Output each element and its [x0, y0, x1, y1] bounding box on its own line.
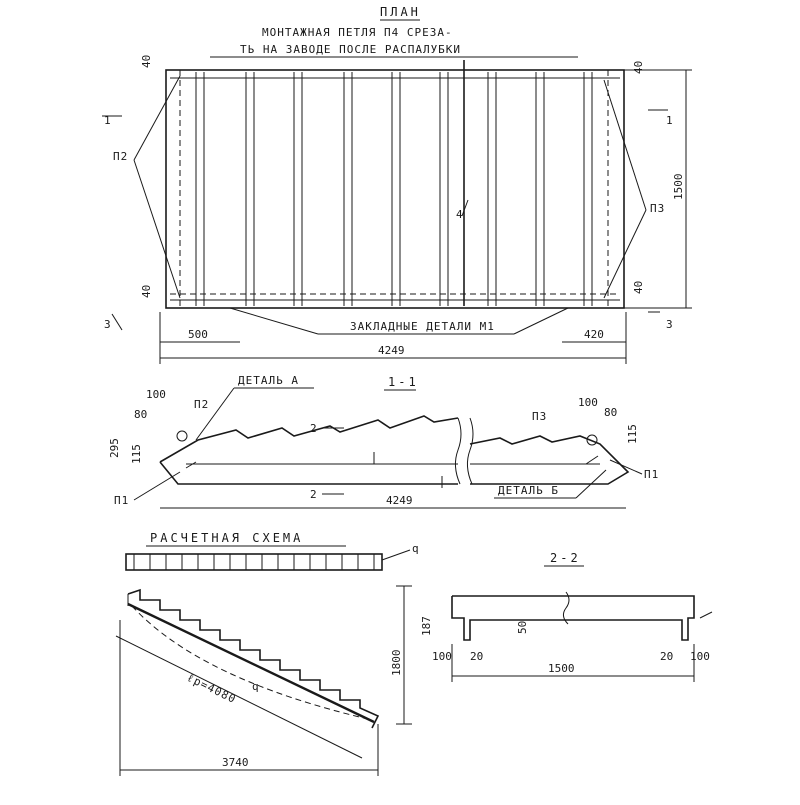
plan-leader-embedded-left — [229, 307, 319, 335]
section-2-2-view: 2-2 187 50 100 20 20 100 1500 — [420, 551, 713, 682]
section11-stair-bottom-left — [159, 461, 458, 485]
section11-title: 1-1 — [388, 375, 419, 389]
plan-tag-p2: П2 — [113, 150, 128, 163]
section22-break — [562, 591, 570, 625]
scheme-dim-3740: 3740 — [222, 756, 249, 769]
section11-tag-p1-right: П1 — [644, 468, 659, 481]
section11-stair-right — [469, 435, 630, 485]
section11-loop-p2 — [176, 430, 188, 442]
scheme-title: РАСЧЕТНАЯ СХЕМА — [150, 531, 303, 545]
section11-dim-80-right: 80 — [604, 406, 617, 419]
section22-dim-100-right: 100 — [690, 650, 710, 663]
plan-section3-left-mark — [111, 313, 123, 331]
plan-leader-p3-top — [603, 79, 647, 211]
section11-leader-detail-b — [575, 469, 607, 499]
plan-dim-40-tl: 40 — [140, 55, 153, 68]
section11-dim-total: 4249 — [386, 494, 413, 507]
section11-dim-100-right: 100 — [578, 396, 598, 409]
section22-dim-50: 50 — [516, 621, 529, 634]
scheme-span-dim-line — [115, 635, 363, 759]
section11-tag-p2: П2 — [194, 398, 209, 411]
scheme-dim-1800: 1800 — [390, 650, 403, 677]
section11-leader-detail-a — [195, 387, 235, 441]
section11-dim-115-right: 115 — [626, 424, 639, 444]
scheme-load-block — [125, 553, 383, 571]
plan-section3-right: 3 — [666, 318, 674, 331]
section11-cut-bottom: 2 — [310, 488, 318, 501]
scheme-stair-top — [127, 588, 380, 729]
plan-embedded-label: ЗАКЛАДНЫЕ ДЕТАЛИ М1 — [350, 320, 495, 333]
section22-title: 2-2 — [550, 551, 581, 565]
plan-leader-p2-bottom — [133, 159, 181, 299]
plan-tag-p3: П3 — [650, 202, 665, 215]
section11-break-right — [466, 417, 474, 485]
plan-leader-p3-bottom — [603, 209, 647, 299]
section11-dim-100-left: 100 — [146, 388, 166, 401]
design-scheme-view: РАСЧЕТНАЯ СХЕМА q ℓр=40 — [115, 531, 420, 776]
plan-note-line1: МОНТАЖНАЯ ПЕТЛЯ П4 СРЕЗА- — [262, 26, 453, 39]
scheme-span-label: ℓр=4080 — [185, 671, 239, 706]
section11-tag-p1-left: П1 — [114, 494, 129, 507]
section11-detail-b: ДЕТАЛЬ Б — [498, 484, 559, 497]
section22-dim-20-left: 20 — [470, 650, 483, 663]
plan-tag-p4: 4 — [456, 208, 464, 221]
scheme-deflection-curve — [131, 605, 373, 721]
plan-leader-p4 — [461, 199, 469, 217]
plan-section3-left: 3 — [104, 318, 112, 331]
plan-dim-total: 4249 — [378, 344, 405, 357]
section22-dim-1500: 1500 — [548, 662, 575, 675]
scheme-span-q: q — [252, 680, 260, 693]
plan-title: ПЛАН — [380, 5, 421, 19]
section11-break-left — [454, 417, 462, 485]
scheme-load-q: q — [412, 542, 420, 555]
plan-note-line2: ТЬ НА ЗАВОДЕ ПОСЛЕ РАСПАЛУБКИ — [240, 43, 461, 56]
plan-dim-40-bl: 40 — [140, 285, 153, 298]
plan-section1-left: 1 — [104, 114, 112, 127]
section22-profile — [451, 595, 695, 641]
scheme-load-hatch — [133, 554, 375, 570]
plan-dim-height: 1500 — [672, 174, 685, 201]
section11-loop-p3 — [586, 434, 598, 446]
plan-leader-embedded-right — [513, 307, 569, 335]
plan-section1-right: 1 — [666, 114, 674, 127]
plan-dim-right: 420 — [584, 328, 604, 341]
section11-detail-a: ДЕТАЛЬ А — [238, 374, 299, 387]
plan-view: ПЛАН МОНТАЖНАЯ ПЕТЛЯ П4 СРЕЗА- ТЬ НА ЗАВ… — [102, 5, 692, 364]
plan-step-lines — [195, 60, 593, 306]
plan-dim-40-tr: 40 — [632, 61, 645, 74]
section-1-1-view: 1-1 ДЕТАЛЬ А П1 П1 П2 П3 ДЕТАЛЬ Б 2 — [108, 374, 659, 509]
section22-dim-20-right: 20 — [660, 650, 673, 663]
scheme-stair-bottom — [127, 602, 375, 724]
section22-dim-187: 187 — [420, 616, 433, 636]
plan-outline — [165, 69, 625, 309]
plan-dim-40-br: 40 — [632, 281, 645, 294]
plan-dim-left: 500 — [188, 328, 208, 341]
section11-dim-80-left: 80 — [134, 408, 147, 421]
section22-dim-100-left: 100 — [432, 650, 452, 663]
section11-stair-top-left — [159, 415, 459, 463]
section11-tag-p3: П3 — [532, 410, 547, 423]
section11-cut-top: 2 — [310, 422, 318, 435]
section11-dim-115-left: 115 — [130, 444, 143, 464]
section11-dim-295: 295 — [108, 438, 121, 458]
plan-leader-p2-top — [133, 75, 181, 161]
